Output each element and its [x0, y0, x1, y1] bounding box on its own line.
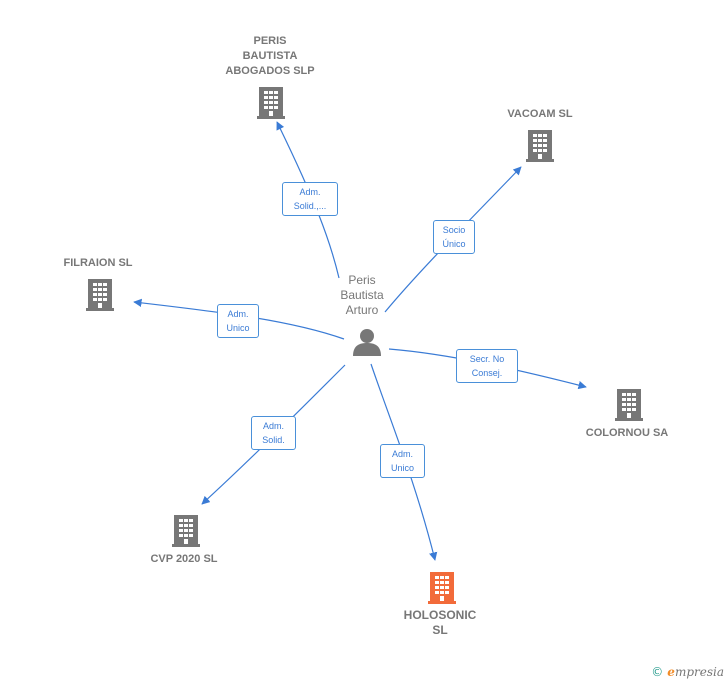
person-label[interactable]: Peris Bautista Arturo: [340, 273, 384, 317]
relation-label-filraion: Adm. Unico: [217, 304, 259, 338]
building-icon-peris: [257, 87, 285, 119]
company-label-holosonic[interactable]: HOLOSONIC SL: [403, 608, 477, 637]
brand-watermark: ©empresia: [651, 665, 724, 679]
person-icon: [353, 329, 381, 356]
building-icon-colornou: [615, 389, 643, 421]
copyright-icon: ©: [651, 665, 664, 679]
company-label-colornou[interactable]: COLORNOU SA: [585, 427, 669, 439]
building-icon-vacoam: [526, 130, 554, 162]
building-icon-cvp: [172, 515, 200, 547]
building-icon-holosonic: [428, 572, 456, 604]
company-label-vacoam[interactable]: VACOAM SL: [507, 108, 573, 120]
relation-label-holosonic: Adm. Unico: [380, 444, 425, 478]
relation-label-vacoam: Socio Único: [433, 220, 475, 254]
building-icon-filraion: [86, 279, 114, 311]
relation-edges: [133, 121, 587, 561]
company-label-filraion[interactable]: FILRAION SL: [63, 257, 133, 269]
relation-label-colornou: Secr. No Consej.: [456, 349, 518, 383]
company-label-peris[interactable]: PERIS BAUTISTA ABOGADOS SLP: [225, 35, 315, 77]
relation-label-cvp: Adm. Solid.: [251, 416, 296, 450]
relation-label-peris: Adm. Solid.,...: [282, 182, 338, 216]
company-label-cvp[interactable]: CVP 2020 SL: [150, 553, 218, 565]
